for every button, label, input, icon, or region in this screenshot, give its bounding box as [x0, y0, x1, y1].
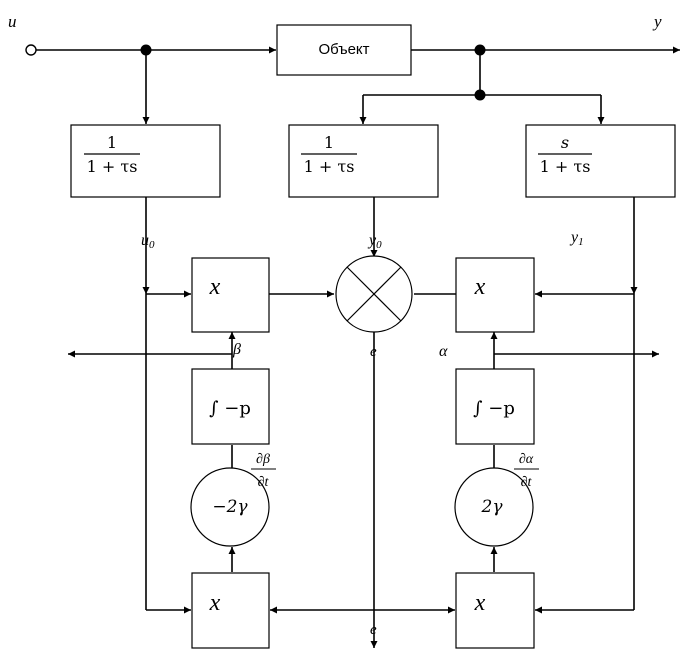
integrator-right [455, 368, 535, 445]
gain-right [454, 467, 534, 547]
filter-right-den: 1 + τs [540, 157, 591, 176]
multiplier-top-left [191, 257, 270, 333]
integrator-left [191, 368, 270, 445]
summing-junction [335, 255, 413, 333]
dbeta-den: ∂t [258, 475, 270, 490]
object-label: Объект [318, 41, 369, 58]
multiplier-bottom-right-label: x [474, 590, 486, 616]
junction-dot-u [140, 44, 152, 56]
integrator-right-label: ∫ −p [473, 398, 515, 419]
y1-label: y1 [569, 229, 584, 248]
y0-label: y0 [367, 232, 382, 251]
input-terminal [25, 44, 37, 56]
filter-middle-block [288, 124, 439, 198]
alpha-label: α [439, 343, 448, 360]
gain-right-label: 2γ [481, 497, 504, 517]
junction-dot-y [474, 44, 486, 56]
error-label-bottom: e [370, 622, 377, 638]
multiplier-top-right [455, 257, 535, 333]
object-block [276, 24, 412, 76]
filter-right-block [525, 124, 676, 198]
dalpha-den: ∂t [521, 475, 533, 490]
dbeta-num: ∂β [256, 452, 270, 467]
filter-left-block [70, 124, 221, 198]
multiplier-bottom-left [191, 572, 270, 649]
beta-label: β [232, 341, 241, 358]
filter-middle-num: 1 [324, 133, 334, 152]
gain-left [190, 467, 270, 547]
multiplier-bottom-left-label: x [209, 590, 221, 616]
filter-right-num: s [561, 133, 569, 152]
multiplier-bottom-right [455, 572, 535, 649]
junction-dot-y-bus [474, 89, 486, 101]
integrator-left-label: ∫ −p [209, 398, 251, 419]
u0-label: u0 [141, 232, 155, 251]
multiplier-top-right-label: x [474, 274, 486, 300]
multiplier-top-left-label: x [209, 274, 221, 300]
dalpha-num: ∂α [519, 452, 534, 467]
filter-middle-den: 1 + τs [304, 157, 355, 176]
gain-left-label: −2γ [212, 497, 248, 517]
filter-left-den: 1 + τs [87, 157, 138, 176]
error-label-top: e [370, 344, 377, 360]
output-label: y [652, 12, 662, 31]
input-label: u [8, 12, 17, 31]
filter-left-num: 1 [107, 133, 117, 152]
